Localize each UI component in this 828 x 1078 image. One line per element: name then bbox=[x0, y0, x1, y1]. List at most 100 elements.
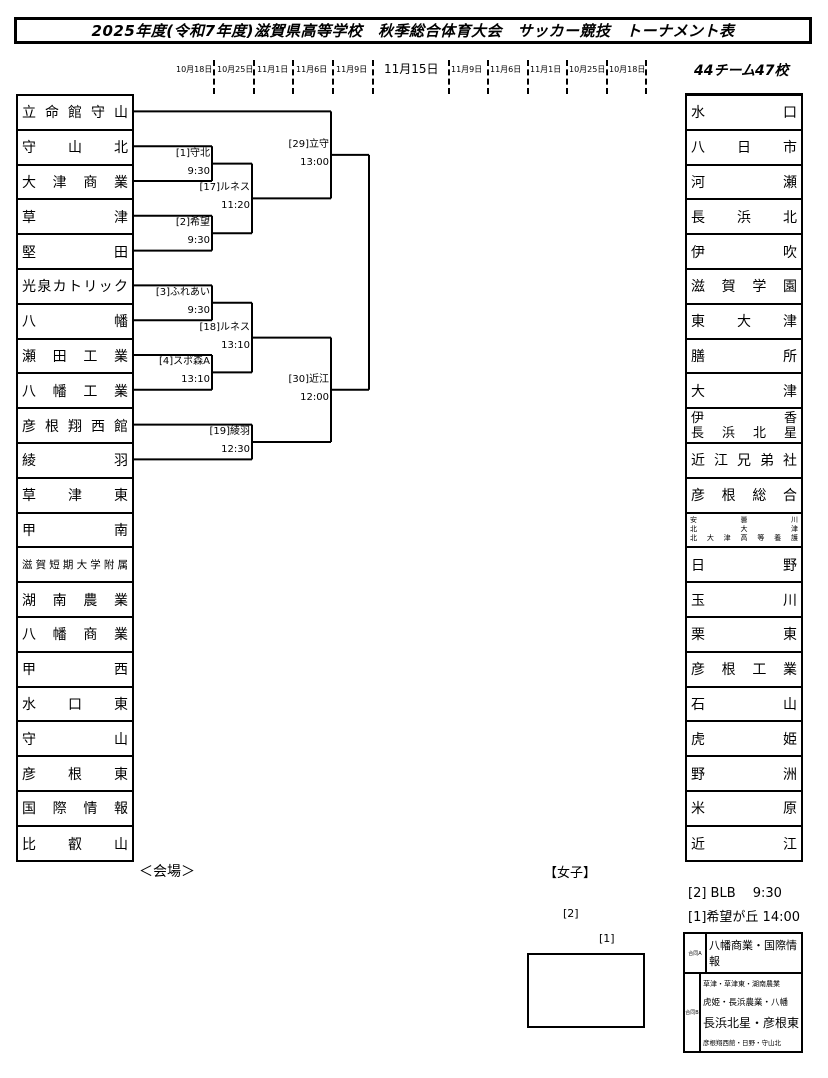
date-label: 10月25日 bbox=[569, 65, 606, 74]
match-venue: [2]希望 bbox=[175, 217, 210, 229]
team-left: 守山北 bbox=[18, 131, 132, 166]
date-divider bbox=[527, 60, 529, 94]
team-right: 日野 bbox=[687, 548, 801, 584]
joint-b-line: 草津・草津東・湖南農業 bbox=[702, 980, 780, 988]
date-divider bbox=[645, 60, 647, 94]
date-label: 10月18日 bbox=[609, 65, 646, 74]
team-right: 彦根総合 bbox=[687, 479, 801, 514]
match-venue: [30]近江 bbox=[288, 373, 329, 385]
match-m30: [30]近江 12:00 bbox=[288, 374, 329, 404]
date-label: 11月9日 bbox=[451, 65, 483, 74]
team-left: 湖南農業 bbox=[18, 583, 132, 618]
date-divider bbox=[213, 60, 215, 94]
girls-title: 【女子】 bbox=[544, 866, 597, 881]
team-right: 近江 bbox=[691, 837, 797, 854]
date-divider bbox=[332, 60, 334, 94]
team-right: 栗東 bbox=[687, 618, 801, 653]
team-line: 伊香 bbox=[691, 410, 797, 426]
joint-a-members: 八幡商業・国際情報 bbox=[709, 939, 797, 968]
team-line: 北大津 bbox=[690, 525, 798, 534]
joint-b-members: 草津・草津東・湖南農業 虎姫・長浜農業・八幡 長浜北星・彦根東 彦根翔西館・日野… bbox=[701, 974, 801, 1051]
team-left: 守山 bbox=[18, 722, 132, 758]
team-line: 北大津高等養護 bbox=[690, 534, 798, 543]
date-divider bbox=[372, 60, 374, 94]
joint-b-line: 虎姫・長浜農業・八幡 bbox=[702, 998, 788, 1008]
team-left: 八幡工業 bbox=[18, 374, 132, 410]
match-time: 9:30 bbox=[187, 165, 210, 177]
team-left: 堅田 bbox=[18, 235, 132, 270]
team-left: 八幡商業 bbox=[18, 618, 132, 653]
date-label: 11月1日 bbox=[257, 65, 289, 74]
date-divider bbox=[487, 60, 489, 94]
team-left: 八幡 bbox=[18, 305, 132, 340]
match-time: 13:10 bbox=[181, 374, 210, 386]
team-right: 水口 bbox=[687, 96, 801, 131]
team-left: 国際情報 bbox=[18, 792, 132, 827]
girls-match-2: [2] bbox=[563, 907, 579, 920]
team-right: 滋賀学園 bbox=[687, 270, 801, 305]
team-left: 彦根東 bbox=[18, 757, 132, 792]
girls-match-1: [1] bbox=[599, 932, 615, 945]
date-divider bbox=[606, 60, 608, 94]
left-team-column: 立命館守山守山北大津商業草津堅田光泉カトリック八幡瀬田工業八幡工業彦根翔西館綾羽… bbox=[16, 94, 134, 862]
title-text: 2025年度(令和7年度)滋賀県高等学校 秋季総合体育大会 サッカー競技 トーナ… bbox=[91, 22, 735, 40]
match-m17: [17]ルネス 11:20 bbox=[199, 182, 250, 212]
team-left: 草津 bbox=[18, 200, 132, 236]
team-left: 光泉カトリック bbox=[18, 270, 132, 305]
team-right: 伊吹 bbox=[687, 235, 801, 270]
team-left: 甲南 bbox=[18, 514, 132, 549]
date-label: 10月25日 bbox=[217, 65, 254, 74]
team-right: 膳所 bbox=[687, 340, 801, 375]
date-label: 10月18日 bbox=[176, 65, 213, 74]
date-label: 11月9日 bbox=[336, 65, 368, 74]
divider bbox=[685, 93, 803, 95]
joint-b-row: 合同B 草津・草津東・湖南農業 虎姫・長浜農業・八幡 長浜北星・彦根東 彦根翔西… bbox=[685, 972, 801, 1051]
girls-schedule-1: [1]希望が丘 14:00 bbox=[688, 910, 801, 925]
match-time: 9:30 bbox=[187, 304, 210, 316]
team-left: 滋賀短期大学附属 bbox=[18, 548, 132, 584]
right-team-column: 水口八日市河瀬長浜北伊吹滋賀学園東大津膳所大津伊香長浜北星近江兄弟社彦根総合安曇… bbox=[685, 94, 803, 862]
joint-team-table: 合同A 八幡商業・国際情報 合同B 草津・草津東・湖南農業 虎姫・長浜農業・八幡… bbox=[683, 932, 803, 1053]
team-right: 河瀬 bbox=[687, 166, 801, 201]
date-label: 11月1日 bbox=[530, 65, 562, 74]
team-left: 綾羽 bbox=[18, 444, 132, 479]
match-time: 12:00 bbox=[300, 391, 329, 403]
team-right: 米原 bbox=[687, 792, 801, 827]
team-right: 虎姫 bbox=[687, 722, 801, 758]
team-right: 八日市 bbox=[687, 131, 801, 166]
team-right: 大津 bbox=[687, 374, 801, 410]
team-left: 比叡山 bbox=[22, 837, 128, 854]
team-left: 彦根翔西館 bbox=[18, 409, 132, 444]
match-venue: [19]綾羽 bbox=[209, 426, 250, 437]
team-right: 近江兄弟社 bbox=[687, 444, 801, 479]
joint-b-label: 合同B bbox=[685, 974, 701, 1051]
match-m3: [3]ふれあい 9:30 bbox=[156, 287, 210, 317]
team-right: 長浜北 bbox=[687, 200, 801, 236]
venue-title: ＜会場＞ bbox=[139, 864, 195, 880]
match-venue: [3]ふれあい bbox=[155, 286, 210, 298]
date-divider bbox=[253, 60, 255, 94]
match-venue: [29]立守 bbox=[288, 138, 329, 150]
joint-b-line: 彦根翔西館・日野・守山北 bbox=[702, 1039, 781, 1047]
team-right: 伊香長浜北星 bbox=[687, 409, 801, 444]
match-time: 13:10 bbox=[221, 339, 250, 351]
team-right: 安曇川北大津北大津高等養護 bbox=[687, 514, 801, 549]
match-venue: [17]ルネス bbox=[199, 182, 250, 194]
team-right: 野洲 bbox=[687, 757, 801, 792]
date-divider bbox=[566, 60, 568, 94]
joint-a-label: 合同A bbox=[685, 934, 707, 972]
final-date-label: 11月15日 bbox=[384, 62, 439, 76]
team-right: 玉川 bbox=[687, 583, 801, 618]
match-time: 11:20 bbox=[221, 200, 250, 212]
team-right: 石山 bbox=[687, 688, 801, 723]
date-label: 11月6日 bbox=[490, 65, 522, 74]
team-left: 草津東 bbox=[18, 479, 132, 514]
girls-schedule-2: [2] BLB 9:30 bbox=[688, 886, 782, 901]
team-right: 東大津 bbox=[687, 305, 801, 340]
